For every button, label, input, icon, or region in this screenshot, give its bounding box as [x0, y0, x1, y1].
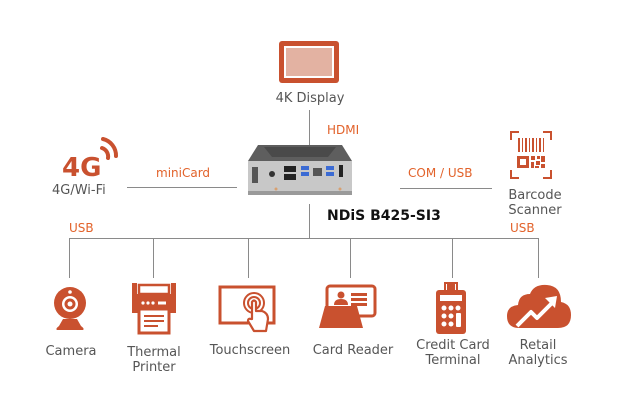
- barcode-scanner-icon: [510, 131, 552, 179]
- card-reader-icon: [319, 284, 377, 328]
- analytics-drop-line: [538, 238, 539, 278]
- camera-label: Camera: [45, 344, 97, 359]
- printer-label-line2: Printer: [132, 360, 176, 375]
- com-usb-connector-line: [400, 188, 492, 189]
- terminal-label-line2: Terminal: [425, 353, 481, 368]
- terminal-label-line1: Credit Card: [416, 338, 490, 353]
- hdmi-connector-label: HDMI: [327, 123, 360, 137]
- minicard-connector-line: [127, 187, 237, 188]
- minicard-connector-label: miniCard: [156, 166, 211, 180]
- payment-terminal-icon: [436, 282, 466, 334]
- 4g-icon-text: 4G: [62, 153, 101, 183]
- touchscreen-label: Touchscreen: [209, 343, 291, 358]
- printer-drop-line: [153, 238, 154, 278]
- cloud-analytics-icon: [507, 284, 571, 328]
- device-to-bus-line: [309, 204, 310, 238]
- printer-icon: [132, 283, 176, 335]
- box-pc-device-image: [248, 145, 352, 195]
- barcode-scanner-label-line2: Scanner: [508, 203, 562, 218]
- touchscreen-drop-line: [248, 238, 249, 278]
- printer-label-line1: Thermal: [127, 345, 181, 360]
- barcode-scanner-label-line1: Barcode: [508, 188, 562, 203]
- card-reader-drop-line: [350, 238, 351, 278]
- 4g-wifi-label: 4G/Wi-Fi: [52, 183, 106, 198]
- card-reader-label: Card Reader: [312, 343, 394, 358]
- monitor-icon: [279, 41, 339, 83]
- hdmi-connector-line: [309, 110, 310, 150]
- usb-bus-label-right: USB: [510, 221, 535, 235]
- analytics-label-line2: Analytics: [508, 353, 568, 368]
- terminal-drop-line: [452, 238, 453, 278]
- 4g-signal-icon: 4G: [62, 137, 118, 183]
- camera-drop-line: [69, 238, 70, 278]
- usb-bus-line: [69, 238, 539, 239]
- device-name: NDiS B425-SI3: [327, 208, 441, 224]
- touchscreen-icon: [218, 285, 276, 333]
- display-label: 4K Display: [275, 91, 345, 106]
- analytics-label-line1: Retail: [519, 338, 557, 353]
- com-usb-connector-label: COM / USB: [408, 166, 473, 180]
- usb-bus-label-left: USB: [69, 221, 94, 235]
- webcam-icon: [54, 287, 86, 330]
